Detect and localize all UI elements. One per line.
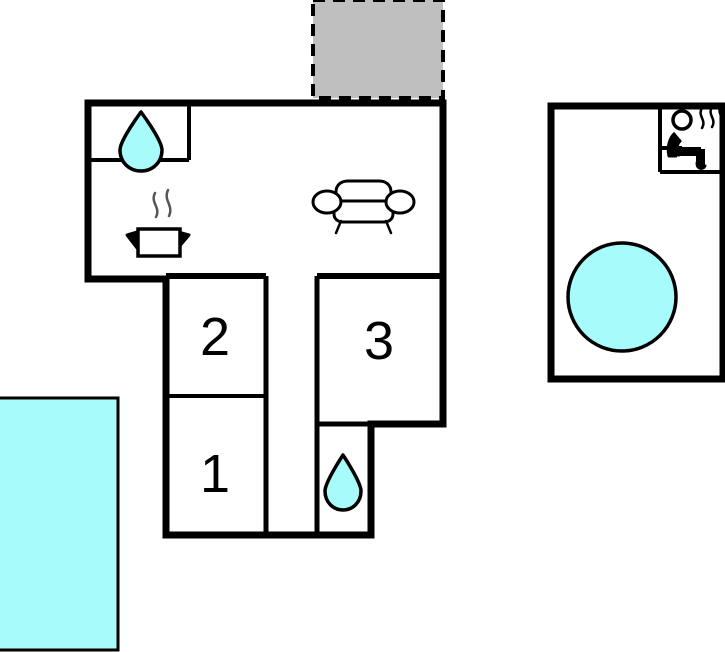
sofa-seat xyxy=(332,199,395,224)
water-drop-shape-lower xyxy=(323,453,363,512)
round-pool-icon xyxy=(566,241,678,353)
water-drop-shape xyxy=(118,110,164,173)
sauna-person-head xyxy=(671,109,693,131)
terrace-rect xyxy=(311,0,445,100)
pot-body xyxy=(136,227,182,258)
sauna-steam-3 xyxy=(718,104,724,128)
sauna-icon xyxy=(661,104,724,170)
water-drop-icon-lower xyxy=(323,453,363,512)
annex-sauna-house xyxy=(547,102,725,383)
sauna-steam-1 xyxy=(699,106,705,130)
terrace-area xyxy=(311,0,445,100)
sofa-icon xyxy=(311,179,416,235)
room-number-1: 1 xyxy=(200,444,230,504)
outdoor-pool xyxy=(0,396,120,652)
water-drop-icon xyxy=(118,110,164,173)
round-pool-circle xyxy=(566,241,678,353)
cooking-pot-icon xyxy=(125,188,191,258)
sauna-person-foot xyxy=(695,161,707,170)
steam-line-right xyxy=(165,188,172,218)
sofa-leg-right xyxy=(384,219,393,235)
steam-line-left xyxy=(152,191,159,219)
pool-rect xyxy=(0,396,120,652)
room-number-2: 2 xyxy=(200,307,230,367)
sofa-armrest-left xyxy=(311,189,343,215)
sofa-leg-left xyxy=(334,219,343,235)
sofa-armrest-right xyxy=(384,189,416,215)
main-house: 2 1 3 xyxy=(84,99,447,539)
room-number-3: 3 xyxy=(364,311,394,371)
sauna-steam-2 xyxy=(709,105,715,129)
